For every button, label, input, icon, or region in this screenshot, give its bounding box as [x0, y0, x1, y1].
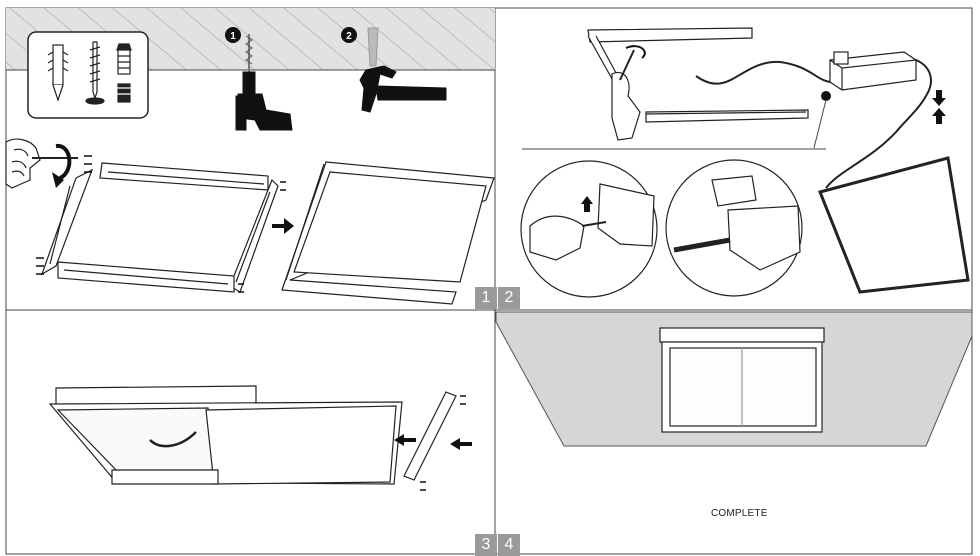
hammer-step-marker: 2 [346, 31, 352, 42]
step-number-3: 3 [475, 534, 497, 556]
led-panel-flat [817, 156, 970, 294]
screw-marks [36, 155, 286, 293]
frame-exploded [40, 162, 279, 293]
connector-zoom-right [665, 159, 803, 297]
hand-icon [5, 138, 78, 189]
driver-cable [695, 60, 831, 85]
connector-zoom-left [520, 160, 658, 298]
complete-caption: COMPLETE [711, 508, 768, 519]
hammer-icon [359, 27, 447, 113]
installed-panel [659, 327, 825, 433]
side-rail [403, 391, 457, 481]
bolt-icon [116, 43, 132, 103]
wall-plug-icon [47, 44, 69, 102]
step-1-panel: 1 2 [5, 8, 495, 305]
frame-assembled [281, 161, 495, 305]
drill-step-marker: 1 [230, 31, 236, 42]
step-number-4: 4 [498, 534, 520, 556]
driver-box [829, 51, 917, 91]
drill-icon [235, 34, 293, 131]
arrow-icon [272, 218, 294, 234]
fixings-box [27, 31, 149, 119]
step-3-panel [48, 385, 472, 491]
connector-arrows [932, 90, 946, 124]
step-number-1: 1 [475, 287, 497, 309]
panel-cable [149, 431, 197, 448]
step-2-panel [520, 27, 970, 298]
step-4-panel [495, 311, 973, 447]
screw-icon [85, 41, 105, 105]
hand-icon-2 [611, 49, 641, 141]
insert-arrows [394, 434, 472, 450]
step-number-2: 2 [498, 287, 520, 309]
rotate-arrow-icon [55, 144, 72, 180]
panel-in-frame [48, 385, 403, 485]
